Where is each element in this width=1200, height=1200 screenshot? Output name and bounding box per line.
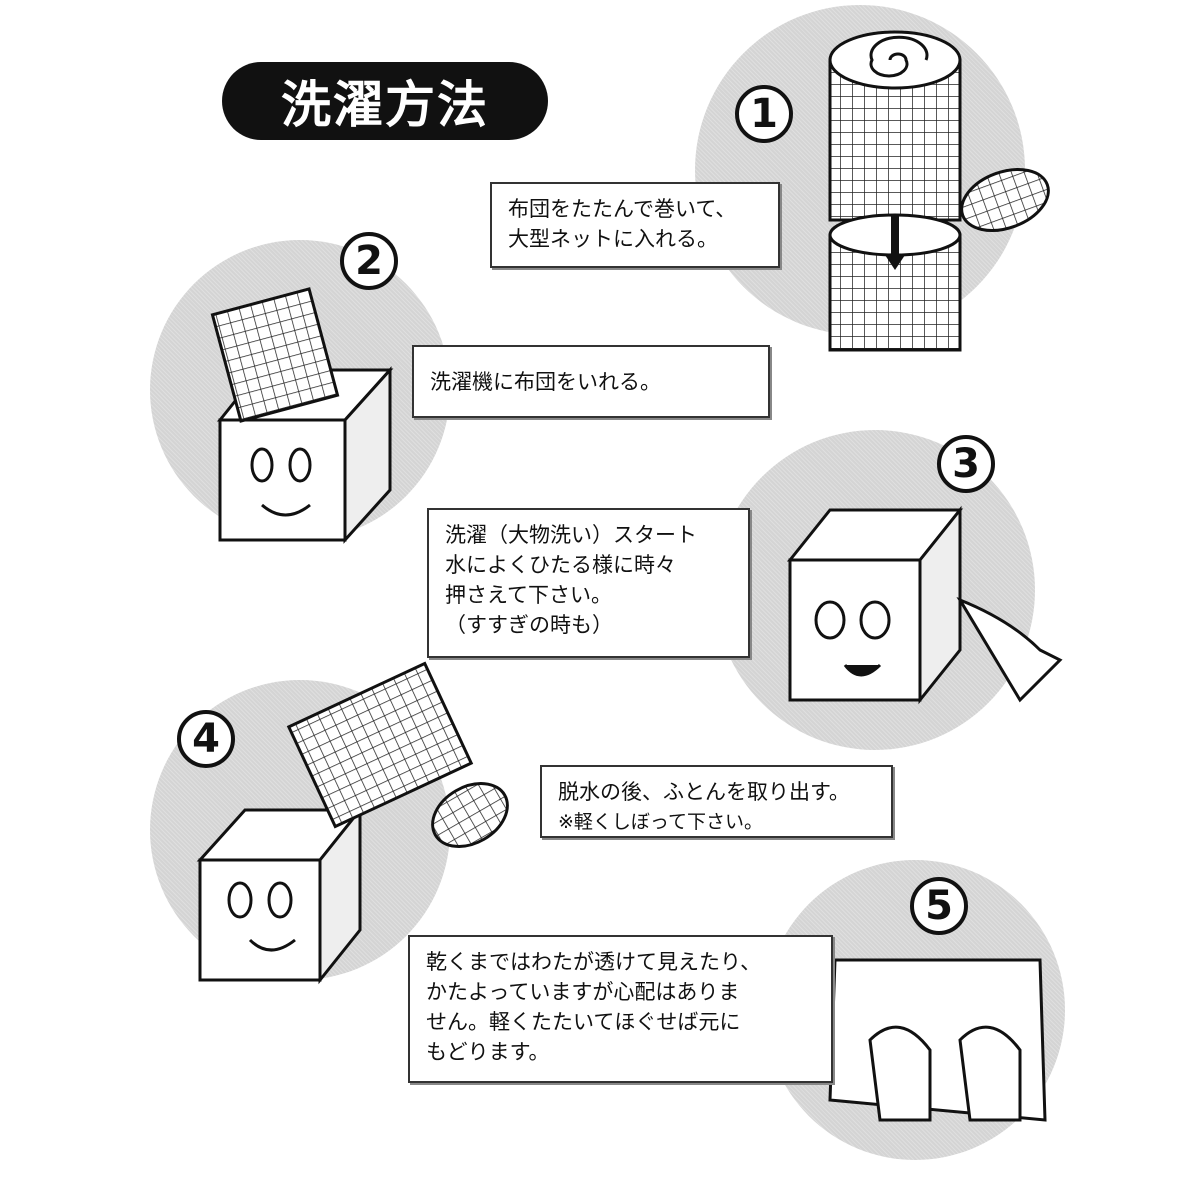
- step-3-caption: 洗濯（大物洗い）スタート 水によくひたる様に時々 押さえて下さい。 （すすぎの時…: [427, 508, 750, 658]
- washing-machine-character-3: [786, 505, 1063, 705]
- caption-line: ※軽くしぼって下さい。: [558, 811, 763, 833]
- washing-machine-character-2: [210, 287, 394, 544]
- caption-line: かたよっていますが心配はありま: [426, 980, 740, 1004]
- step-2-caption: 洗濯機に布団をいれる。: [412, 345, 770, 418]
- step-4-number-badge: 4: [177, 710, 235, 768]
- futon-patting-illustration: [828, 958, 1047, 1122]
- caption-line: 押さえて下さい。: [445, 583, 612, 607]
- caption-line: 脱水の後、ふとんを取り出す。: [558, 780, 850, 804]
- caption-line: 布団をたたんで巻いて、: [508, 197, 737, 221]
- rolled-futon-illustration: [828, 30, 962, 222]
- caption-line: せん。軽くたたいてほぐせば元に: [426, 1010, 741, 1034]
- washing-machine-character-4: [196, 661, 509, 985]
- step-5-caption: 乾くまではわたが透けて見えたり、 かたよっていますが心配はありま せん。軽くたた…: [408, 935, 833, 1083]
- caption-line: 乾くまではわたが透けて見えたり、: [426, 950, 762, 974]
- caption-line: 水によくひたる様に時々: [445, 553, 676, 577]
- step-1-caption: 布団をたたんで巻いて、 大型ネットに入れる。: [490, 182, 780, 268]
- page-title: 洗濯方法: [222, 62, 548, 140]
- step-2-number-badge: 2: [340, 232, 398, 290]
- step-3-number-badge: 3: [937, 435, 995, 493]
- caption-line: 洗濯機に布団をいれる。: [430, 370, 661, 394]
- step-1-number-badge: 1: [735, 85, 793, 143]
- large-net-illustration: [828, 168, 1050, 352]
- step-5-number-badge: 5: [910, 877, 968, 935]
- caption-line: （すすぎの時も）: [445, 613, 613, 637]
- caption-line: 洗濯（大物洗い）スタート: [445, 523, 697, 547]
- caption-line: 大型ネットに入れる。: [508, 227, 718, 251]
- step-4-caption: 脱水の後、ふとんを取り出す。 ※軽くしぼって下さい。: [540, 765, 893, 838]
- caption-line: もどります。: [426, 1040, 550, 1064]
